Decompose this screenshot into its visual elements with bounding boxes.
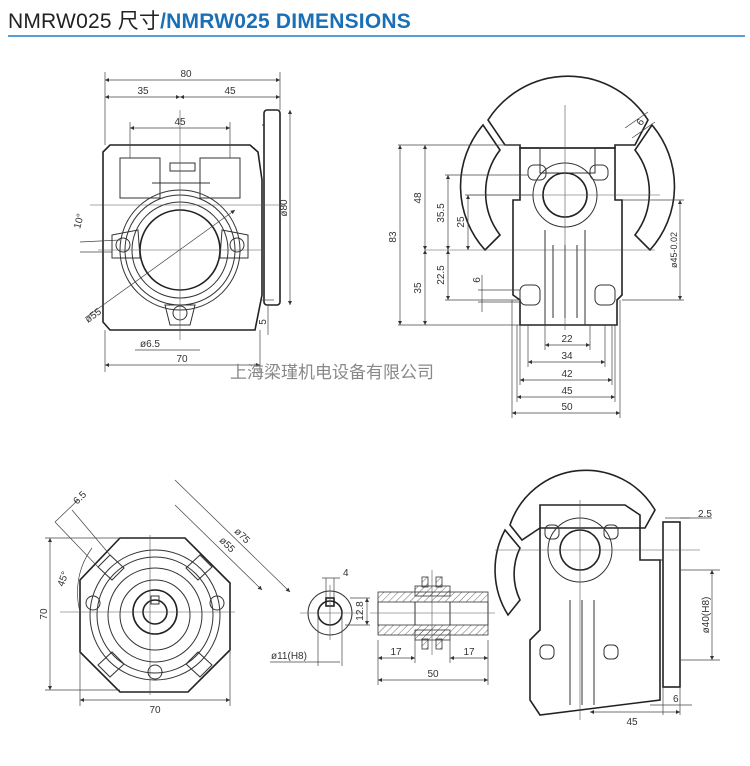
dim-angle-10: 10° [72, 213, 87, 230]
title-en: /NMRW025 DIMENSIONS [160, 10, 411, 33]
dim-5: 5 [258, 319, 269, 325]
dim-bore-40: ø40(H8) [701, 597, 712, 634]
dim-50: 50 [561, 402, 573, 413]
page-title: NMRW025 尺寸/NMRW025 DIMENSIONS [8, 5, 411, 35]
dim-42: 42 [561, 369, 573, 380]
dim-45-holes: 45 [174, 117, 186, 128]
dim-75: ø75 [232, 526, 252, 546]
dim-17-left: 17 [390, 647, 402, 658]
dim-hole-6-5: ø6.5 [140, 339, 160, 350]
dim-48: 48 [413, 192, 424, 204]
shaft-end-view: 4 12.8 ø11(H8) [270, 568, 370, 666]
dim-12-8: 12.8 [355, 601, 366, 621]
dim-25: 25 [456, 216, 467, 228]
dim-bore-55: ø55 [83, 306, 104, 325]
flange-view: 6.5 ø75 ø55 45° 70 70 [39, 479, 291, 716]
title-cn: NMRW025 尺寸 [8, 10, 161, 33]
title-divider [8, 35, 745, 37]
dim-45: 45 [561, 386, 573, 397]
dim-80: 80 [180, 69, 192, 80]
dim-45-deg: 45° [56, 570, 72, 588]
dim-35: 35 [137, 86, 149, 97]
dim-flange-80: ø80 [279, 199, 290, 217]
dim-70: 70 [176, 354, 188, 365]
dim-2-5: 2.5 [698, 509, 712, 520]
dim-bore-11: ø11(H8) [271, 651, 307, 662]
side-view: 83 48 35.5 25 35 22.5 6 6 ø45-0.02 22 34… [388, 75, 684, 418]
dim-55: ø55 [217, 535, 237, 555]
dim-83: 83 [388, 231, 399, 243]
front-view: 80 35 45 45 ø80 10° ø55 ø6.5 5 70 [72, 69, 293, 372]
dim-34: 34 [561, 351, 573, 362]
dim-45-top: 45 [224, 86, 236, 97]
dim-70-width: 70 [149, 705, 161, 716]
dim-key-4: 4 [343, 568, 349, 579]
dim-50: 50 [427, 669, 439, 680]
dim-6: 6 [673, 694, 679, 705]
hollow-shaft-section: 17 17 50 [370, 570, 495, 685]
dim-6-left: 6 [472, 277, 483, 283]
flanged-side-view: 2.5 ø40(H8) 6 45 [494, 469, 720, 728]
dim-6-5: 6.5 [71, 489, 89, 507]
dim-flange-45: ø45-0.02 [669, 232, 679, 268]
dim-22: 22 [561, 334, 573, 345]
dim-45: 45 [626, 717, 638, 728]
dim-6-top: 6 [635, 117, 647, 128]
dim-35: 35 [413, 282, 424, 294]
company-watermark: 上海梁瑾机电设备有限公司 [230, 363, 434, 383]
dim-17-right: 17 [463, 647, 475, 658]
dim-70-height: 70 [39, 608, 50, 620]
dim-35-5: 35.5 [436, 203, 447, 223]
dim-22-5: 22.5 [436, 265, 447, 285]
